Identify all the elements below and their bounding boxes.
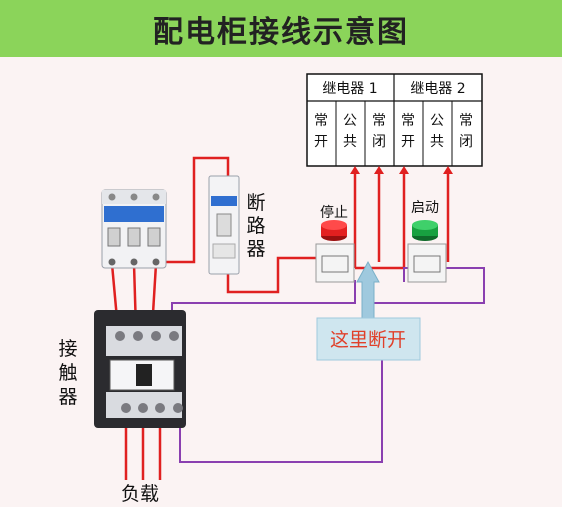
contactor-label-1: 接 xyxy=(58,338,77,360)
stop-button xyxy=(315,220,355,283)
start-button xyxy=(407,220,447,283)
relay-panel: 继电器 1 继电器 2 常 开 公 共 常 闭 常 开 公 共 常 闭 xyxy=(306,73,483,167)
relay-terminal-labels: 常 开 公 共 常 闭 常 开 公 共 常 闭 xyxy=(314,113,473,150)
contactor-label-3: 器 xyxy=(58,386,77,408)
terminal-r1-no-1: 常 xyxy=(314,113,328,129)
breaker-label-3: 器 xyxy=(246,238,265,260)
single-pole-breaker xyxy=(208,175,240,275)
terminal-r2-nc-1: 常 xyxy=(459,113,473,129)
terminal-r1-com-2: 共 xyxy=(343,134,357,150)
breaker-label-1: 断 xyxy=(246,192,265,214)
start-button-label: 启动 xyxy=(411,200,439,216)
terminal-r1-com-1: 公 xyxy=(343,113,357,129)
terminal-r1-nc-1: 常 xyxy=(372,113,386,129)
red-wires xyxy=(110,156,453,480)
load-label: 负载 xyxy=(121,483,159,505)
relay2-label: 继电器 2 xyxy=(410,81,465,97)
cut-here-callout: 这里断开 xyxy=(316,260,421,361)
breaker-label-2: 路 xyxy=(246,215,265,237)
page-title: 配电柜接线示意图 xyxy=(153,14,409,50)
cut-here-label: 这里断开 xyxy=(330,329,406,351)
contactor-label: 接 触 器 xyxy=(58,338,77,408)
terminal-r2-com-2: 共 xyxy=(430,134,444,150)
breaker-label: 断 路 器 xyxy=(246,192,265,260)
relay1-label: 继电器 1 xyxy=(322,81,377,97)
terminal-r2-no-1: 常 xyxy=(401,113,415,129)
title-banner: 配电柜接线示意图 xyxy=(0,0,562,57)
three-pole-breaker xyxy=(101,189,167,269)
terminal-r2-no-2: 开 xyxy=(401,134,415,150)
purple-wires xyxy=(171,267,485,463)
contactor xyxy=(94,310,186,428)
terminal-r1-no-2: 开 xyxy=(314,134,328,150)
terminal-r2-nc-2: 闭 xyxy=(459,134,473,150)
terminal-r2-com-1: 公 xyxy=(430,113,444,129)
stop-button-label: 停止 xyxy=(320,204,348,221)
terminal-r1-nc-2: 闭 xyxy=(372,134,386,150)
contactor-label-2: 触 xyxy=(58,362,77,384)
wiring-diagram: 继电器 1 继电器 2 常 开 公 共 常 闭 常 开 公 共 常 闭 xyxy=(58,73,485,505)
